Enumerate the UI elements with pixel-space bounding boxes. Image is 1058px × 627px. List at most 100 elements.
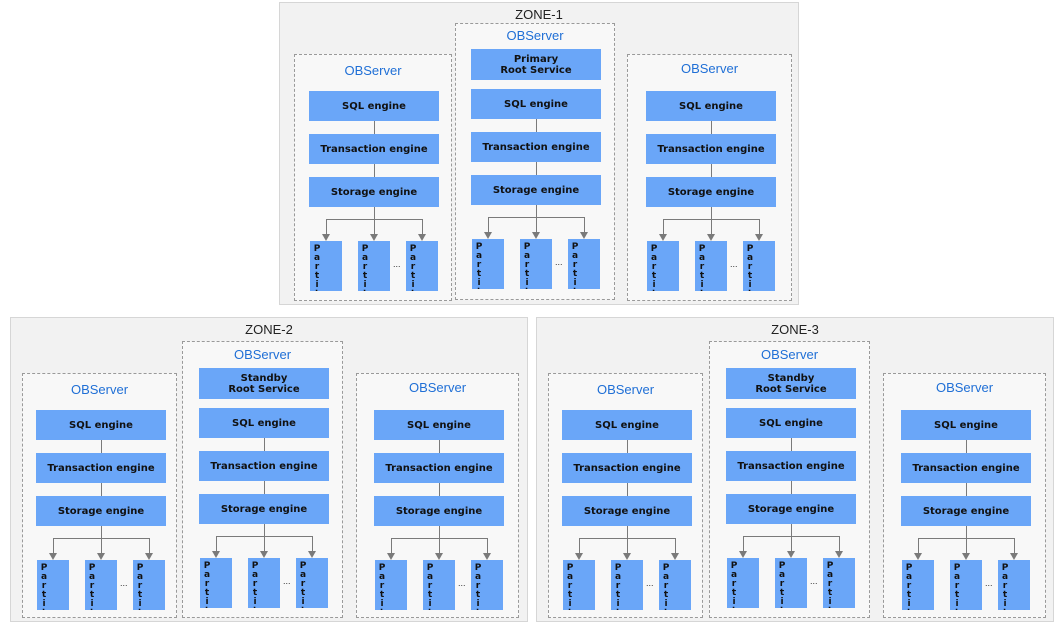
partition-connector	[149, 538, 150, 553]
partition-block: Partition	[471, 560, 503, 610]
arrow-down-icon	[212, 551, 220, 558]
layer-connector	[711, 164, 712, 177]
partition-label: Partition	[39, 563, 49, 610]
arrow-down-icon	[532, 232, 540, 239]
partition-block: Partition	[647, 241, 679, 291]
layer-connector	[101, 440, 102, 453]
partition-block: Partition	[823, 558, 855, 608]
partition-block: Partition	[310, 241, 342, 291]
observer-title: OBServer	[680, 61, 739, 76]
ellipsis-text: ...	[810, 576, 818, 586]
ellipsis-text: ...	[120, 578, 128, 588]
root-service-block: Standby Root Service	[199, 368, 329, 399]
partition-connector	[759, 219, 760, 234]
arrow-down-icon	[755, 234, 763, 241]
partition-connector	[663, 219, 664, 234]
arrow-down-icon	[739, 551, 747, 558]
partition-block: Partition	[248, 558, 280, 608]
root-service-block: Primary Root Service	[471, 49, 601, 80]
ellipsis-text: ...	[985, 578, 993, 588]
partition-connector	[584, 217, 585, 232]
observer-title: OBServer	[70, 382, 129, 397]
layer-connector	[101, 483, 102, 496]
zone-title: ZONE-3	[771, 322, 819, 337]
partition-label: Partition	[1000, 563, 1010, 610]
ellipsis-text: ...	[646, 578, 654, 588]
transaction-engine-block: Transaction engine	[646, 134, 776, 164]
layer-connector	[374, 164, 375, 177]
partition-label: Partition	[377, 563, 387, 610]
ellipsis-text: ...	[393, 259, 401, 269]
sql-engine-block: SQL engine	[562, 410, 692, 440]
storage-engine-block: Storage engine	[901, 496, 1031, 526]
transaction-engine-block: Transaction engine	[901, 453, 1031, 483]
partition-block: Partition	[358, 241, 390, 291]
partition-label: Partition	[649, 244, 659, 291]
transaction-engine-block: Transaction engine	[36, 453, 166, 483]
arrow-down-icon	[914, 553, 922, 560]
partition-connector	[839, 536, 840, 551]
partition-connector	[216, 536, 217, 551]
sql-engine-block: SQL engine	[646, 91, 776, 121]
arrow-down-icon	[787, 551, 795, 558]
partition-block: Partition	[998, 560, 1030, 610]
sql-engine-block: SQL engine	[901, 410, 1031, 440]
partition-label: Partition	[904, 563, 914, 610]
layer-connector	[966, 483, 967, 496]
sql-engine-block: SQL engine	[726, 408, 856, 438]
storage-connector	[966, 526, 967, 538]
partition-connector	[579, 538, 580, 553]
partition-label: Partition	[661, 563, 671, 610]
partition-label: Partition	[298, 561, 308, 608]
storage-connector	[536, 205, 537, 217]
storage-connector	[264, 524, 265, 536]
zone-title: ZONE-1	[515, 7, 563, 22]
arrow-down-icon	[623, 553, 631, 560]
observer-title: OBServer	[506, 28, 564, 43]
partition-block: Partition	[727, 558, 759, 608]
arrow-down-icon	[435, 553, 443, 560]
partition-connector	[326, 219, 327, 234]
transaction-engine-block: Transaction engine	[374, 453, 504, 483]
ellipsis-text: ...	[458, 578, 466, 588]
partition-connector	[966, 538, 967, 553]
zone-title: ZONE-2	[245, 322, 293, 337]
arrow-down-icon	[260, 551, 268, 558]
storage-engine-block: Storage engine	[471, 175, 601, 205]
arrow-down-icon	[671, 553, 679, 560]
layer-connector	[627, 483, 628, 496]
partition-connector	[422, 219, 423, 234]
storage-connector	[374, 207, 375, 219]
arrow-down-icon	[1010, 553, 1018, 560]
layer-connector	[791, 438, 792, 451]
layer-connector	[711, 121, 712, 134]
partition-connector	[374, 219, 375, 234]
layer-connector	[627, 440, 628, 453]
partition-connector	[675, 538, 676, 553]
partition-block: Partition	[200, 558, 232, 608]
storage-engine-block: Storage engine	[199, 494, 329, 524]
arrow-down-icon	[707, 234, 715, 241]
storage-engine-block: Storage engine	[646, 177, 776, 207]
storage-engine-block: Storage engine	[374, 496, 504, 526]
ellipsis-text: ...	[555, 257, 563, 267]
partition-label: Partition	[202, 561, 212, 608]
partition-label: Partition	[745, 244, 755, 291]
partition-connector	[627, 538, 628, 553]
arrow-down-icon	[659, 234, 667, 241]
partition-label: Partition	[729, 561, 739, 608]
partition-label: Partition	[565, 563, 575, 610]
storage-engine-block: Storage engine	[309, 177, 439, 207]
transaction-engine-block: Transaction engine	[471, 132, 601, 162]
ellipsis-text: ...	[283, 576, 291, 586]
sql-engine-block: SQL engine	[199, 408, 329, 438]
partition-connector	[264, 536, 265, 551]
observer-title: OBServer	[233, 347, 292, 362]
partition-label: Partition	[360, 244, 370, 291]
arrow-down-icon	[962, 553, 970, 560]
arrow-down-icon	[97, 553, 105, 560]
